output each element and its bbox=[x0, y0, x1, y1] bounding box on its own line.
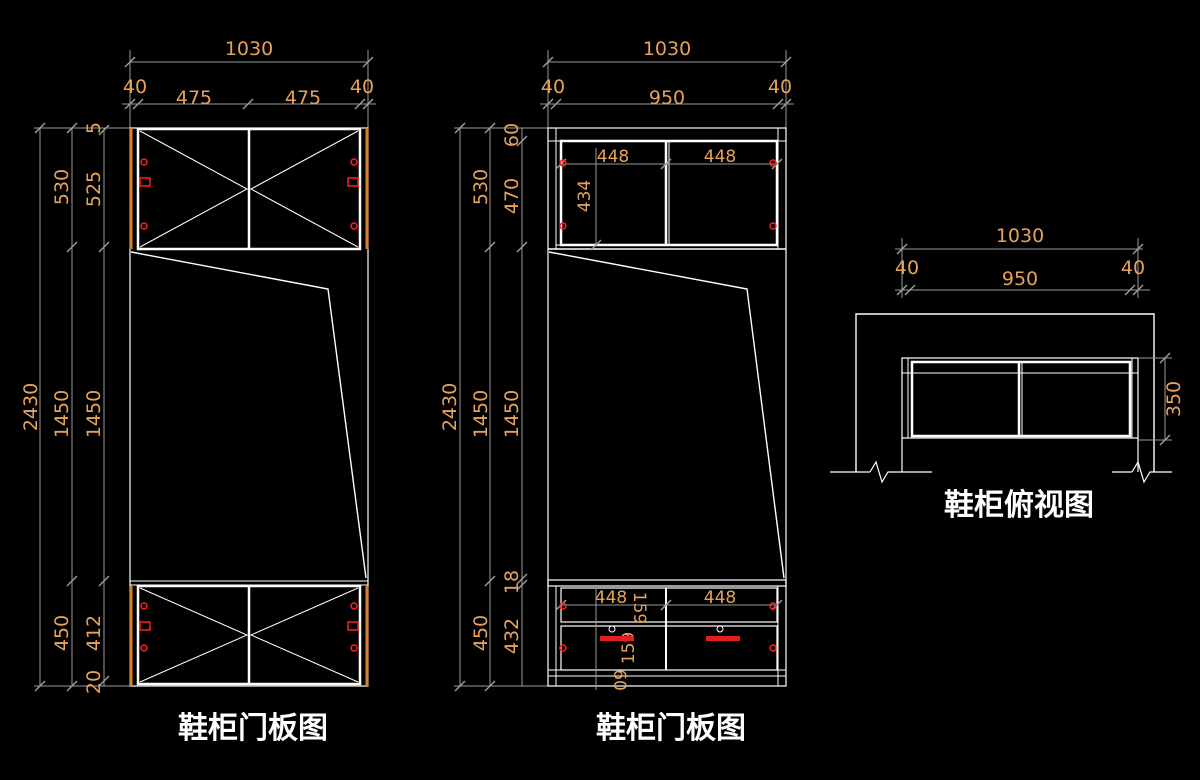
cabinet-outline-middle bbox=[547, 127, 787, 687]
dim-middle-height: 1450 bbox=[51, 390, 73, 438]
dim-lower-cell-b: 448 bbox=[704, 588, 736, 608]
plan-view: 1030 40 950 40 bbox=[830, 225, 1185, 523]
dim-plinth-height: 60 bbox=[609, 669, 629, 691]
right-dimension-plan: 350 bbox=[1138, 352, 1185, 446]
dim-side-right: 40 bbox=[768, 76, 792, 98]
dim-upper-cell-b: 448 bbox=[704, 147, 736, 167]
dim-inner-upper: 470 bbox=[501, 178, 523, 214]
dim-middle-height: 1450 bbox=[470, 390, 492, 438]
drawer-handle-right bbox=[706, 636, 740, 641]
dim-inner-top: 60 bbox=[501, 123, 523, 147]
left-dimensions-left: 2430 530 1450 450 5 525 1450 412 20 bbox=[20, 122, 132, 694]
dim-panel-a: 475 bbox=[176, 87, 212, 109]
dim-lower-height: 450 bbox=[51, 615, 73, 651]
caption-door-panel-middle: 鞋柜门板图 bbox=[596, 711, 746, 746]
dim-side-left: 40 bbox=[123, 76, 147, 98]
dim-upper-height: 530 bbox=[51, 169, 73, 205]
dim-side-right: 40 bbox=[350, 76, 374, 98]
dim-lower-height: 450 bbox=[470, 615, 492, 651]
dim-inner-lower: 432 bbox=[501, 618, 523, 654]
dim-inner-shelf: 18 bbox=[501, 570, 523, 594]
dim-total-height: 2430 bbox=[439, 383, 461, 431]
dim-overall-width: 1030 bbox=[643, 38, 691, 60]
caption-door-panel-left: 鞋柜门板图 bbox=[178, 711, 328, 746]
dim-drawer-height-1: 159 bbox=[629, 592, 649, 624]
dim-bottom-gap: 20 bbox=[83, 670, 105, 694]
hinge-markers-left bbox=[139, 158, 359, 652]
dim-overall-width: 1030 bbox=[996, 225, 1044, 247]
dim-inner-lower: 412 bbox=[83, 615, 105, 651]
dim-panel-b: 475 bbox=[285, 87, 321, 109]
plan-outline bbox=[830, 313, 1172, 484]
drawer-handle-left bbox=[600, 636, 634, 641]
dim-upper-cell-height: 434 bbox=[575, 180, 595, 212]
dim-side-left: 40 bbox=[541, 76, 565, 98]
dim-overall-width: 1030 bbox=[225, 38, 273, 60]
hardware-markers-middle bbox=[559, 159, 777, 652]
dim-inner-width: 950 bbox=[649, 87, 685, 109]
dim-side-left: 40 bbox=[895, 257, 919, 279]
dim-total-height: 2430 bbox=[20, 383, 42, 431]
caption-plan-view: 鞋柜俯视图 bbox=[944, 488, 1094, 523]
left-dimensions-middle: 2430 530 1450 450 60 470 1450 18 432 bbox=[439, 122, 550, 692]
dim-inner-width: 950 bbox=[1002, 268, 1038, 290]
dim-inner-middle: 1450 bbox=[83, 390, 105, 438]
dim-upper-height: 530 bbox=[470, 169, 492, 205]
top-dimensions-left: 1030 40 475 475 40 bbox=[122, 38, 376, 128]
door-panel-view-left: 1030 40 475 475 40 bbox=[20, 38, 376, 746]
door-panel-view-middle: 1030 40 950 40 bbox=[439, 38, 794, 746]
dim-upper-cell-a: 448 bbox=[597, 147, 629, 167]
dim-inner-middle: 1450 bbox=[501, 390, 523, 438]
dim-side-right: 40 bbox=[1121, 257, 1145, 279]
top-dimensions-middle: 1030 40 950 40 bbox=[540, 38, 794, 128]
cabinet-outline-left bbox=[129, 127, 369, 687]
top-dimensions-plan: 1030 40 950 40 bbox=[895, 225, 1150, 298]
dim-lower-cell-a: 448 bbox=[595, 588, 627, 608]
dim-inner-upper: 525 bbox=[83, 171, 105, 207]
dim-inner-gap: 5 bbox=[83, 122, 105, 134]
dim-depth: 350 bbox=[1163, 381, 1185, 417]
